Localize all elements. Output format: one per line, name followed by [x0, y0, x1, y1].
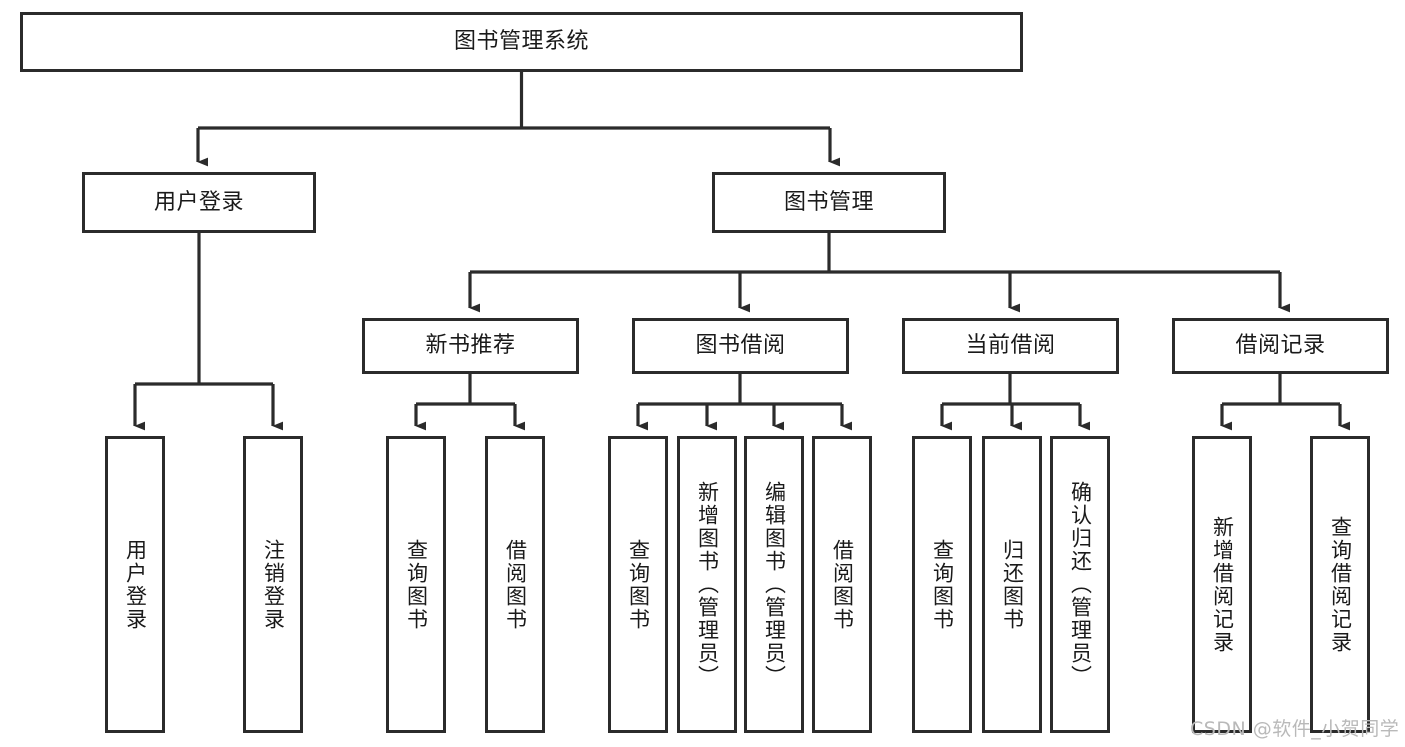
connectors-root-to-level2	[196, 72, 841, 167]
leaf-borrow-book-newbook[interactable]: 借阅图书	[485, 436, 545, 733]
leaf-query-book-newbook[interactable]: 查询图书	[386, 436, 446, 733]
node-label: 注销登录	[261, 538, 286, 631]
leaf-add-book-admin[interactable]: 新增图书（管理员）	[677, 436, 737, 733]
node-label: 查询图书	[626, 538, 651, 631]
node-label: 用户登录	[123, 538, 148, 631]
connectors-newbook-to-leaves	[414, 374, 526, 431]
node-root-system[interactable]: 图书管理系统	[20, 12, 1023, 72]
node-label: 图书管理系统	[453, 29, 589, 55]
node-label: 查询借阅记录	[1328, 515, 1353, 654]
node-user-login[interactable]: 用户登录	[82, 172, 316, 233]
node-label: 归还图书	[1000, 538, 1025, 631]
leaf-query-book-borrow[interactable]: 查询图书	[608, 436, 668, 733]
node-label: 查询图书	[930, 538, 955, 631]
node-label: 借阅图书	[830, 538, 855, 631]
node-label: 图书管理	[783, 189, 874, 215]
node-label: 查询图书	[404, 538, 429, 631]
node-label: 用户登录	[153, 189, 244, 215]
node-label: 图书借阅	[695, 333, 786, 359]
leaf-confirm-return-admin[interactable]: 确认归还（管理员）	[1050, 436, 1110, 733]
node-label: 当前借阅	[965, 333, 1056, 359]
node-label: 编辑图书（管理员）	[762, 481, 787, 688]
connectors-level2-books-to-level3	[468, 233, 1291, 313]
leaf-query-book-current[interactable]: 查询图书	[912, 436, 972, 733]
node-label: 新增图书（管理员）	[695, 481, 720, 688]
leaf-borrow-book[interactable]: 借阅图书	[812, 436, 872, 733]
node-label: 借阅图书	[503, 538, 528, 631]
connectors-borrow-to-leaves	[636, 374, 853, 431]
leaf-logout[interactable]: 注销登录	[243, 436, 303, 733]
node-label: 新书推荐	[425, 333, 516, 359]
connectors-current-to-leaves	[940, 374, 1091, 431]
leaf-add-borrow-record[interactable]: 新增借阅记录	[1192, 436, 1252, 733]
leaf-user-login[interactable]: 用户登录	[105, 436, 165, 733]
node-label: 新增借阅记录	[1210, 515, 1235, 654]
leaf-edit-book-admin[interactable]: 编辑图书（管理员）	[744, 436, 804, 733]
node-book-management[interactable]: 图书管理	[712, 172, 946, 233]
connectors-record-to-leaves	[1220, 374, 1351, 431]
node-current-borrow[interactable]: 当前借阅	[902, 318, 1119, 374]
connectors-login-to-leaves	[133, 233, 284, 431]
node-label: 确认归还（管理员）	[1068, 481, 1093, 688]
node-book-borrow[interactable]: 图书借阅	[632, 318, 849, 374]
leaf-query-borrow-record[interactable]: 查询借阅记录	[1310, 436, 1370, 733]
node-borrow-record[interactable]: 借阅记录	[1172, 318, 1389, 374]
node-label: 借阅记录	[1235, 333, 1326, 359]
node-new-book-recommend[interactable]: 新书推荐	[362, 318, 579, 374]
leaf-return-book[interactable]: 归还图书	[982, 436, 1042, 733]
